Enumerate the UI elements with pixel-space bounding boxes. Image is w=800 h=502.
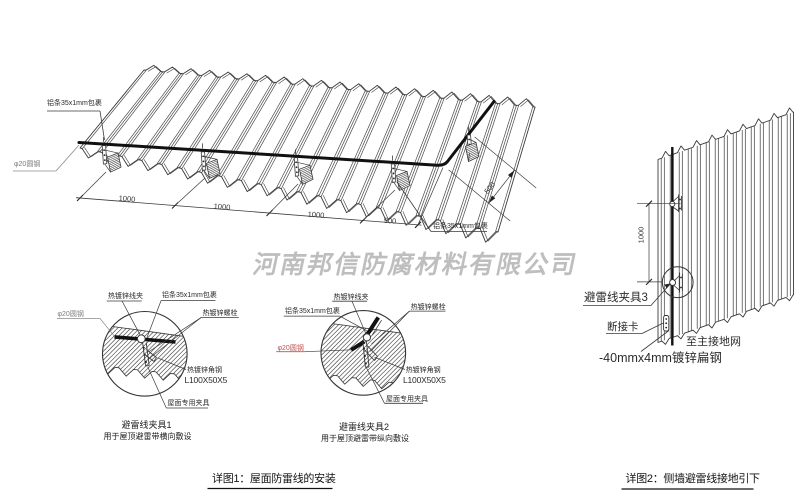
d1-angle-steel-label: 热镀锌角钢 (187, 366, 222, 374)
roof-wire-clamp (465, 126, 480, 163)
roof-view (13, 64, 537, 243)
d2-wire-clamp-label: 热镀锌线夹 (333, 293, 369, 301)
detail-circle-2 (320, 310, 407, 396)
wall-flat-steel-label: -40mmx4mm镀锌扁钢 (599, 350, 722, 365)
caption-underlines (207, 487, 754, 490)
detail2-caption: 详图2：侧墙避雷线接地引下 (625, 473, 761, 485)
roof-wire-clamp (101, 137, 122, 173)
d1-rod-label: φ20圆钢 (57, 311, 84, 318)
roof-slope-dimension (448, 136, 537, 222)
wall-corrugation-lines (660, 113, 791, 342)
roof-dimension-chain (75, 167, 444, 229)
d1-roof-clamp-label: 屋面专用夹具 (167, 400, 210, 407)
detail1-caption: 详图1：屋面防雷线的安装 (212, 472, 336, 485)
roof-dim-500: 500 (382, 215, 397, 226)
wall-dim-1000: 1000 (636, 226, 646, 243)
d2-rod-label: φ20圆钢 (277, 344, 304, 352)
d2-strip-label: 铝条35x1mm包裹 (285, 307, 340, 315)
detail2-leaders (276, 300, 446, 404)
wall-disconnect-label: 断接卡 (607, 320, 639, 333)
wall-disconnect-link (663, 315, 670, 332)
roof-rod-label: φ20圆钢 (14, 160, 41, 168)
detail1-leaders (57, 300, 239, 409)
roof-wire-clamp (390, 155, 411, 192)
wall-leaders (583, 283, 671, 352)
d1-angle-size-label: L100X50X5 (184, 374, 228, 385)
roof-corrugation-lines (82, 69, 534, 232)
d2-roof-clamp-label: 屋面专用夹具 (386, 395, 428, 403)
d1-strip-label: 铝条35x1mm包裹 (162, 291, 217, 299)
roof-strip-label-top: 铝条35x1mm包裹 (47, 100, 102, 107)
roof-lightning-wire (77, 100, 496, 192)
company-watermark: 河南邦信防腐材料有限公司 (250, 251, 581, 279)
roof-wire-clamp (200, 143, 221, 179)
roof-label-leaders (13, 110, 487, 232)
d2-angle-steel-label: 热镀锌角钢 (405, 367, 441, 374)
wall-dimension (637, 200, 681, 286)
d1-bolt-label: 热镀锌螺栓 (202, 310, 238, 317)
d1-wire-clamp-label: 热镀锌线夹 (108, 293, 143, 300)
wall-view (583, 107, 794, 352)
wall-clamp3-label: 避雷线夹具3 (584, 291, 648, 304)
d2-bolt-label: 热镀锌螺栓 (410, 303, 446, 311)
roof-strip-label-bottom: 铝条35x1mm包裹 (433, 222, 488, 230)
wall-to-ground-label: 至主接地网 (686, 336, 741, 348)
d1-caption-sub: 用于屋顶避雷带横向敷设 (103, 431, 192, 441)
d2-angle-size-label: L100X50X5 (403, 374, 446, 385)
d2-caption-sub: 用于屋顶避雷带纵向敷设 (321, 433, 409, 443)
roof-dim-1000-b: 1000 (212, 201, 231, 212)
wall-lower-clamp (661, 266, 694, 299)
detail-circle-1 (101, 310, 188, 397)
roof-dim-1000-a: 1000 (118, 193, 136, 205)
d1-caption-title: 避雷线夹具1 (121, 419, 172, 430)
roof-wire-clamp (293, 149, 314, 185)
d2-caption-title: 避雷线夹具2 (338, 421, 390, 432)
roof-dim-1000-c: 1000 (306, 209, 325, 220)
